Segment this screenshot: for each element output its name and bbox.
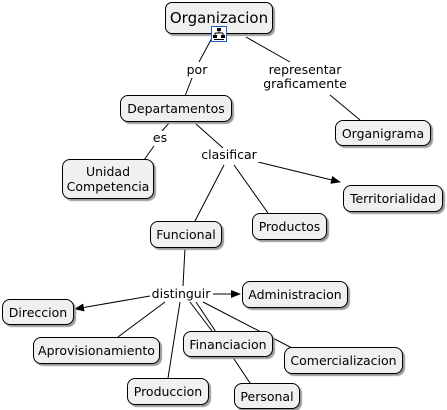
edge-clasificar-productos — [233, 164, 269, 214]
edge-distinguir-comercializacion — [202, 301, 293, 349]
edge-funcional-distinguir — [182, 247, 186, 287]
concept-personal[interactable]: Personal — [234, 383, 300, 409]
concept-direccion[interactable]: Direccion — [2, 299, 74, 325]
link-representar-line2: graficamente — [263, 76, 347, 91]
link-representar-graficamente: representar graficamente — [262, 63, 348, 91]
edge-clasificar-territorialidad — [257, 161, 341, 184]
edge-distinguir-produccion — [167, 301, 181, 379]
edge-es-unidad — [143, 145, 155, 161]
concept-financiacion[interactable]: Financiacion — [183, 331, 273, 357]
edge-organizacion-por — [198, 37, 213, 63]
link-clasificar: clasificar — [198, 148, 260, 162]
concept-administracion[interactable]: Administracion — [242, 281, 348, 308]
concept-produccion[interactable]: Produccion — [127, 378, 209, 405]
concept-territorialidad[interactable]: Territorialidad — [343, 185, 443, 212]
concept-organigrama[interactable]: Organigrama — [335, 120, 431, 146]
link-por: por — [184, 63, 210, 77]
edge-por-departamentos — [184, 77, 193, 97]
edge-organizacion-representar — [245, 36, 291, 63]
org-chart-icon[interactable] — [211, 26, 227, 42]
edge-clasificar-funcional — [194, 164, 225, 222]
concept-funcional[interactable]: Funcional — [150, 221, 222, 248]
edge-departamentos-clasificar — [195, 123, 224, 149]
concept-unidad-competencia[interactable]: Unidad Competencia — [62, 159, 154, 199]
concept-departamentos[interactable]: Departamentos — [120, 95, 232, 122]
concept-comercializacion[interactable]: Comercializacion — [284, 347, 403, 374]
edge-representar-organigrama — [329, 94, 361, 121]
concept-productos[interactable]: Productos — [252, 213, 327, 240]
edge-distinguir-direccion — [74, 295, 151, 312]
link-es: es — [150, 131, 170, 145]
link-distinguir: distinguir — [150, 286, 212, 301]
concept-unidad-line1: Unidad — [85, 164, 131, 179]
edge-departamentos-es — [161, 121, 171, 132]
concept-unidad-line2: Competencia — [66, 179, 150, 194]
edge-distinguir-aprovisionamiento — [117, 301, 166, 338]
edge-distinguir-financiacion — [189, 301, 213, 332]
link-representar-line1: representar — [268, 62, 342, 77]
concept-aprovisionamiento[interactable]: Aprovisionamiento — [33, 337, 160, 364]
